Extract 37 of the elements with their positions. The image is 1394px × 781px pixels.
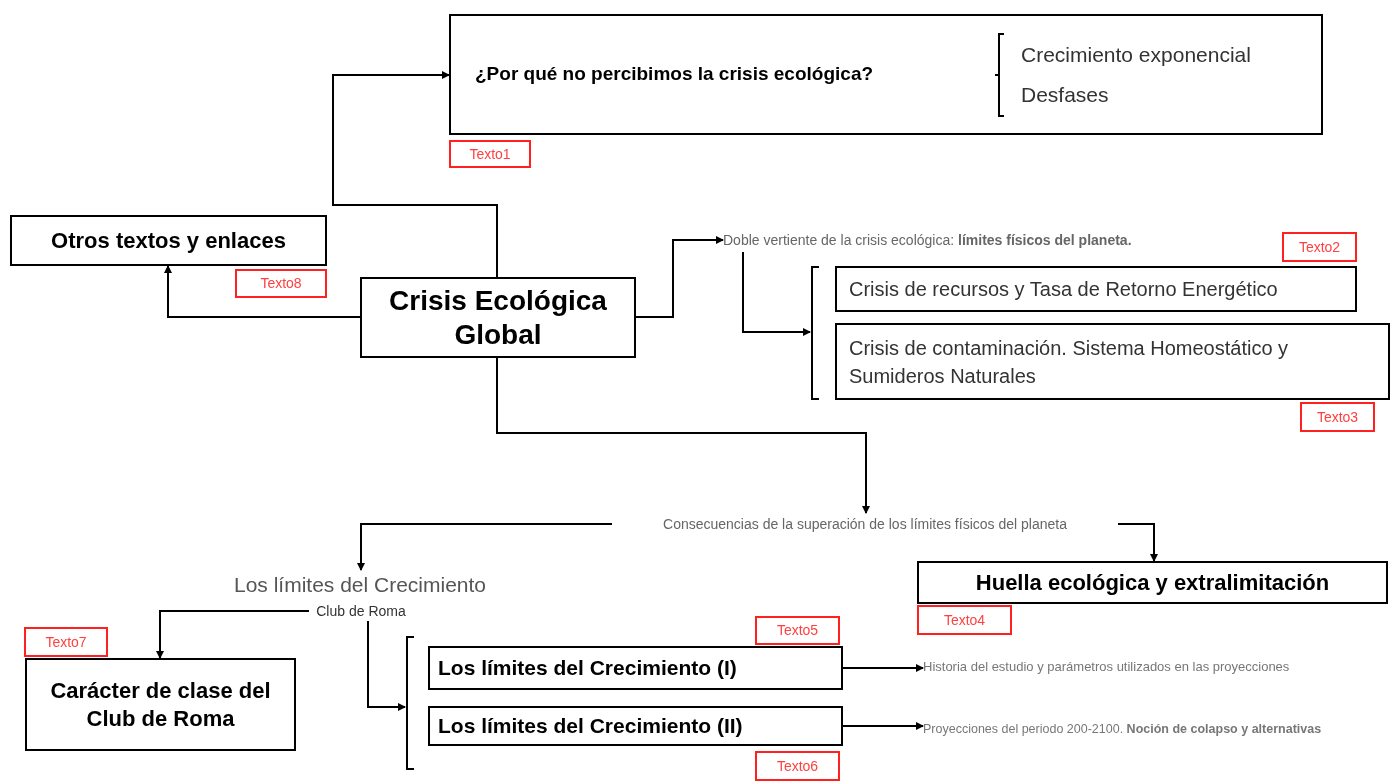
arrow (332, 71, 498, 278)
arrow (357, 523, 613, 571)
arrow (156, 610, 310, 659)
text-tag: Texto1 (449, 140, 531, 168)
list-item-text: Desfases (1021, 81, 1110, 108)
text-tag: Texto6 (755, 751, 840, 781)
branch-text: Doble vertiente de la crisis ecológica: límites físicos del planeta. (723, 228, 1273, 252)
text-tag: Texto7 (24, 627, 108, 657)
arrow (842, 664, 924, 672)
branch-text: Historia del estudio y parámetros utilizados en las proyecciones (923, 656, 1385, 678)
arrow (742, 251, 811, 336)
arrow (496, 357, 870, 514)
topic-box: Carácter de clase del Club de Roma (25, 658, 296, 751)
topic-box: Huella ecológica y extralimitación (917, 561, 1388, 604)
list-item-text: Crecimiento exponencial (1021, 42, 1251, 68)
text-tag: Texto4 (917, 605, 1012, 635)
topic-box (449, 14, 1323, 135)
topic-box: Crisis de contaminación. Sistema Homeostático y Sumideros Naturales (835, 323, 1390, 400)
branch-text: Los límites del Crecimiento (210, 570, 510, 600)
branch-text: Proyecciones del periodo 200-2100. Noción de colapso y alternativas (923, 718, 1393, 740)
topic-box: Crisis de recursos y Tasa de Retorno Energético (835, 266, 1357, 312)
arrow (635, 236, 724, 318)
text-tag: Texto5 (755, 616, 840, 645)
arrow (1117, 523, 1158, 562)
arrow (842, 722, 924, 730)
text-tag: Texto2 (1282, 232, 1357, 262)
arrow (164, 265, 361, 318)
branch-text: Consecuencias de la superación de los límites físicos del planeta (612, 513, 1118, 535)
topic-box: Los límites del Crecimiento (II) (428, 706, 843, 746)
arrow (367, 620, 406, 711)
question-text: ¿Por qué no percibimos la crisis ecológica? (475, 63, 874, 85)
topic-box: Los límites del Crecimiento (I) (428, 646, 843, 690)
topic-box: Otros textos y enlaces (10, 215, 327, 266)
text-tag: Texto3 (1300, 402, 1375, 432)
branch-text: Club de Roma (309, 601, 413, 621)
text-tag: Texto8 (235, 269, 327, 298)
topic-box: Crisis Ecológica Global (360, 277, 636, 358)
